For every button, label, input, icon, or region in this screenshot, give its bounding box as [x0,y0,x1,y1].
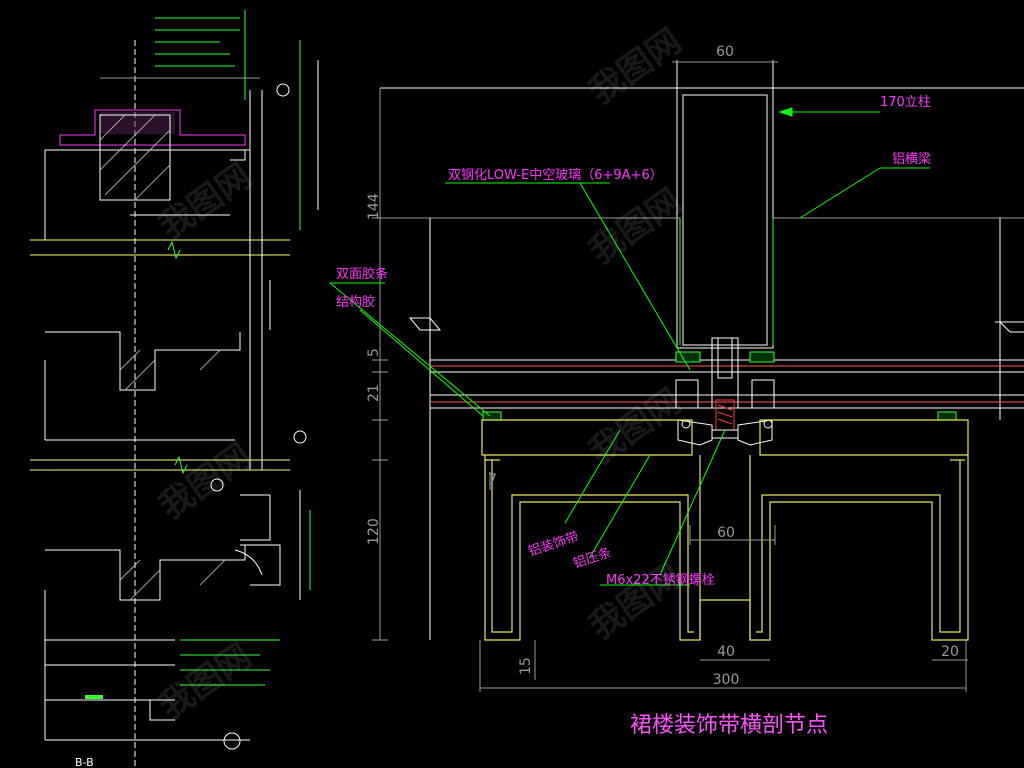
dim-mid-60: 60 [717,525,735,541]
label-glass: 双钢化LOW-E中空玻璃（6+9A+6） [448,168,663,183]
hatch-top [99,114,171,201]
watermark-text: 我图网 [152,156,258,247]
dim-120: 120 [366,518,382,545]
label-double-tape: 双面胶条 [336,266,388,282]
label-bolt: M6x22不锈钢螺栓 [606,573,715,588]
watermark-text: 我图网 [582,21,688,112]
label-structural-sealant: 结构胶 [336,294,375,310]
right-node-detail [329,60,1024,692]
label-transom: 铝横梁 [892,152,931,167]
dim-top-width: 60 [716,44,734,60]
drawing-title: 裙楼装饰带横剖节点 [630,713,828,738]
glass-unit [430,359,1024,409]
dim-300: 300 [713,672,740,688]
label-deco-band: 铝装饰带 [527,529,581,559]
label-pressure-plate: 铝压条 [571,545,613,572]
dim-21: 21 [366,384,382,402]
left-section-detail [30,10,319,768]
watermark-text: 我图网 [582,181,688,272]
watermark-text: 我图网 [152,436,258,527]
watermark: 我图网 我图网 我图网 我图网 我图网 我图网 我图网 [152,21,688,727]
mullion [676,87,774,349]
deco-band [481,419,969,641]
watermark-text: 我图网 [152,636,258,727]
left-top-notes [155,17,240,67]
dim-7: 7 [488,472,497,488]
dim-20: 20 [941,644,959,660]
dim-15: 15 [518,657,534,675]
dim-5: 5 [366,348,382,357]
watermark-text: 我图网 [582,556,688,647]
seals [482,351,957,421]
hatch-low [119,559,226,601]
section-mark: B-B [75,756,94,768]
dimension-lines [372,88,968,692]
dim-144: 144 [366,193,382,220]
dim-40: 40 [717,644,735,660]
center-bolt [711,337,739,439]
leaders [329,107,930,586]
label-mullion: 170立柱 [880,95,931,110]
hatch-mid [119,349,221,391]
